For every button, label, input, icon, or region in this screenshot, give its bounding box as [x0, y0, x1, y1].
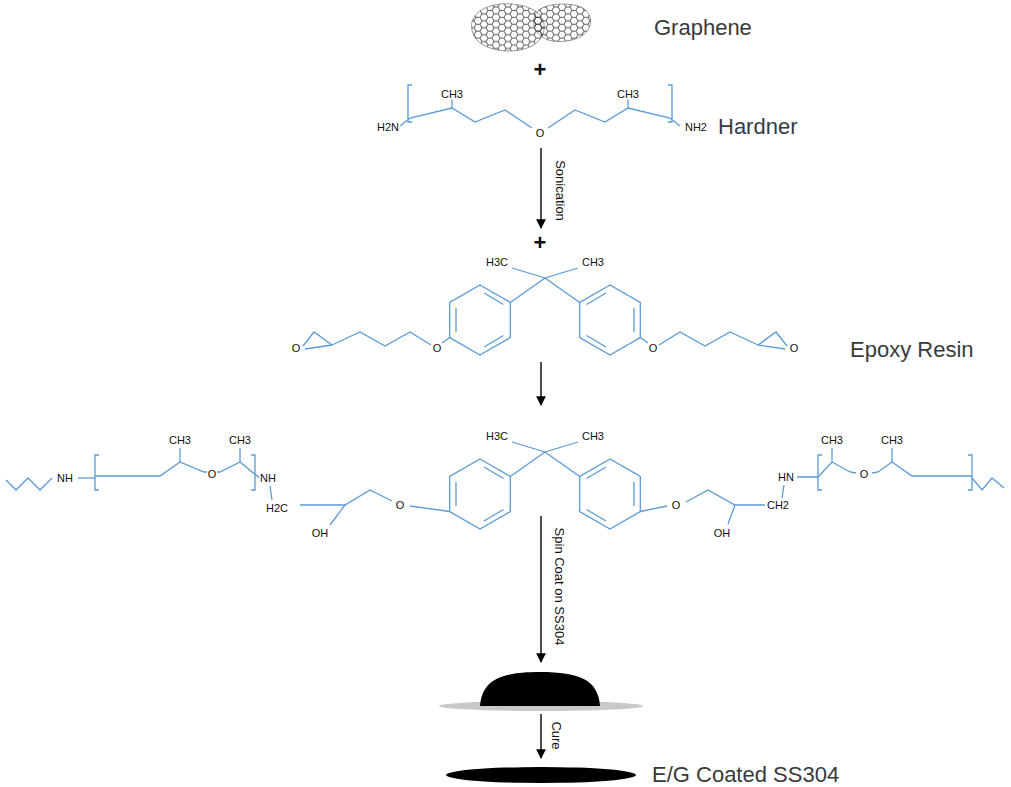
atom-label: O: [207, 469, 218, 480]
atom-label: O: [648, 343, 659, 354]
atom-label: CH3: [228, 435, 252, 446]
atom-label: CH3: [581, 257, 605, 268]
graphene-flakes: [472, 4, 591, 51]
component-name: Hardner: [718, 116, 797, 138]
atom-label: H2C: [265, 503, 289, 514]
atom-label: OH: [713, 528, 732, 539]
coating-drop: [439, 672, 643, 711]
atom-label: O: [671, 500, 682, 511]
atom-label: O: [789, 343, 800, 354]
atom-label: CH3: [581, 431, 605, 442]
atom-label: CH3: [880, 435, 904, 446]
component-name: Epoxy Resin: [850, 339, 974, 361]
product-structure: [6, 442, 1004, 529]
atom-label: CH3: [616, 89, 640, 100]
atom-label: NH2: [684, 122, 708, 133]
atom-label: O: [535, 128, 546, 139]
coated-plate: [446, 767, 636, 783]
atom-label: H3C: [485, 431, 509, 442]
step-label: Sonication: [554, 160, 567, 221]
plus-sign: +: [534, 59, 547, 81]
step-label: Spin Coat on SS304: [554, 527, 567, 645]
atom-label: O: [859, 469, 870, 480]
atom-label: OH: [311, 528, 330, 539]
hardener-structure: [400, 85, 680, 128]
atom-label: O: [291, 343, 302, 354]
epoxy-structure: [303, 268, 787, 355]
atom-label: NH: [56, 473, 74, 484]
plus-sign: +: [534, 232, 547, 254]
atom-label: CH3: [820, 435, 844, 446]
atom-label: O: [395, 500, 406, 511]
component-name: E/G Coated SS304: [652, 764, 839, 786]
atom-label: HN: [777, 472, 795, 483]
atom-label: CH2: [766, 500, 790, 511]
step-label: Cure: [550, 721, 563, 749]
atom-label: H3C: [485, 257, 509, 268]
atom-label: NH: [259, 473, 277, 484]
atom-label: CH3: [440, 89, 464, 100]
component-name: Graphene: [654, 17, 752, 39]
atom-label: O: [432, 343, 443, 354]
atom-label: H2N: [376, 122, 400, 133]
atom-label: CH3: [168, 435, 192, 446]
